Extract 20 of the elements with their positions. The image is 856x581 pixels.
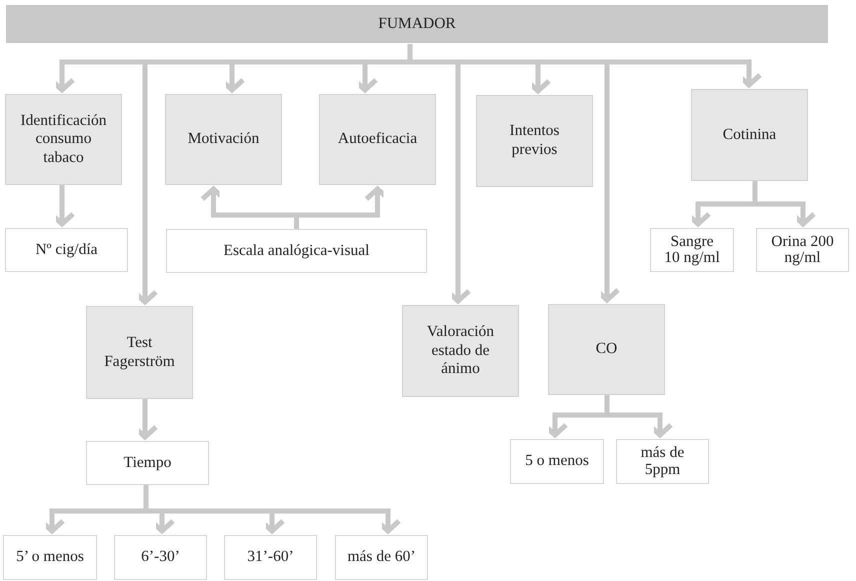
category-box: CO <box>548 304 665 395</box>
value-box: 5’ o menos <box>3 535 97 580</box>
category-box: Valoración estado de ánimo <box>402 305 519 397</box>
value-box: Sangre 10 ng/ml <box>650 228 734 272</box>
value-box: Orina 200 ng/ml <box>756 228 849 272</box>
value-box: 5 o menos <box>510 439 604 484</box>
value-box: 6’-30’ <box>114 535 207 580</box>
value-box: Tiempo <box>86 441 209 485</box>
category-box: Motivación <box>165 94 282 185</box>
category-box: Test Fagerström <box>86 306 193 399</box>
category-box: Identificación consumo tabaco <box>5 94 122 185</box>
value-box: más de 60’ <box>335 535 428 580</box>
header-bar: FUMADOR <box>6 5 828 43</box>
value-box: más de 5ppm <box>616 439 709 484</box>
value-box: Escala analógica-visual <box>166 229 427 273</box>
category-box: Intentos previos <box>476 95 593 187</box>
category-box: Autoeficacia <box>319 94 436 185</box>
value-box: 31’-60’ <box>224 535 317 580</box>
value-box: Nº cig/día <box>5 228 128 272</box>
category-box: Cotinina <box>691 89 808 181</box>
